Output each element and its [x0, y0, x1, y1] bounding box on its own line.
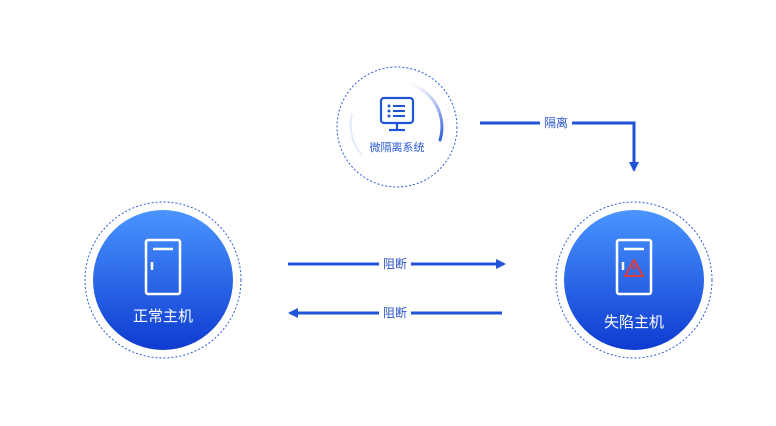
- block-back-edge-label: 阻断: [379, 306, 412, 320]
- compromised-host-label: 失陷主机: [603, 313, 664, 331]
- system-node-label: 微隔离系统: [369, 141, 425, 154]
- isolate-edge-label: 隔离: [540, 116, 573, 130]
- block-forward-edge-label: 阻断: [379, 257, 412, 271]
- server-icon: [144, 238, 182, 296]
- normal-host-label: 正常主机: [132, 307, 193, 325]
- server-warning-icon: [615, 238, 653, 296]
- monitor-list-icon: [379, 96, 415, 132]
- micro-isolation-system-node: [336, 66, 458, 188]
- normal-host-node: [84, 201, 242, 359]
- compromised-host-node: [555, 201, 713, 359]
- isolate-edge: [480, 121, 639, 172]
